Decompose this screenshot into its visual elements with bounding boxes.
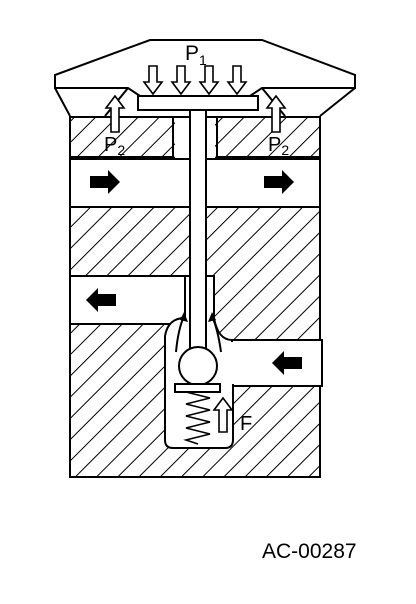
flow-arrow-inlet [272, 351, 302, 375]
flow-arrow-middle [86, 288, 116, 312]
valve-ball [178, 346, 218, 386]
p2-arrows [104, 94, 287, 133]
p1-label: P1 [185, 42, 207, 68]
spring [183, 391, 211, 445]
p2-label-right: P2 [268, 134, 289, 158]
p1-arrows [142, 65, 248, 96]
diaphragm-plate [137, 95, 259, 111]
push-rod [189, 109, 207, 351]
force-label: F [240, 413, 252, 435]
flow-arrow-upper-left [90, 170, 120, 194]
spring-seat [174, 383, 221, 393]
figure-code: AC-00287 [262, 540, 357, 563]
flow-arrows [86, 170, 302, 375]
p2-label-left: P2 [104, 134, 125, 158]
flow-arrow-upper-right [264, 170, 294, 194]
force-arrow [212, 396, 234, 433]
